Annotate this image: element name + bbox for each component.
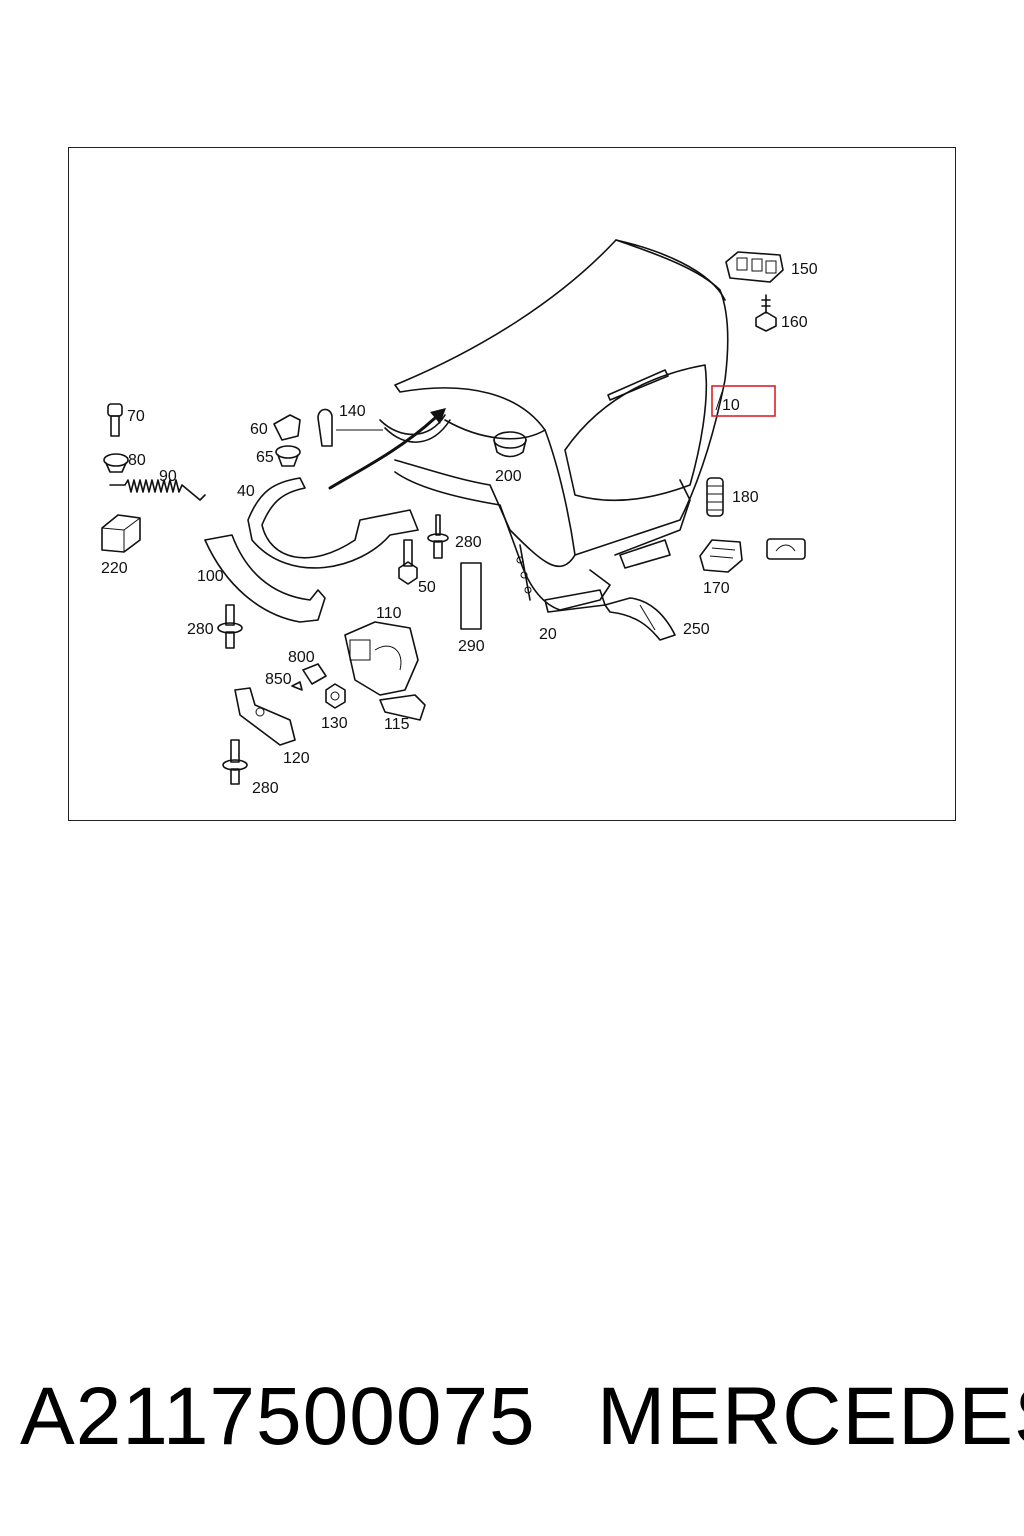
callout-280-c: 280	[252, 780, 279, 797]
callout-280-b: 280	[187, 621, 214, 638]
callout-200: 200	[495, 468, 522, 485]
callout-10: 10	[722, 397, 740, 414]
callout-60: 60	[250, 421, 268, 438]
part-number: A2117500075	[20, 1371, 536, 1462]
strip-290	[460, 562, 482, 630]
switch-115	[379, 694, 426, 721]
spring-90	[109, 479, 206, 501]
plug-200	[493, 431, 527, 458]
callout-850: 850	[265, 671, 292, 688]
highlight-box	[711, 385, 776, 417]
part-800	[302, 663, 327, 685]
callout-250: 250	[683, 621, 710, 638]
callout-110: 110	[376, 605, 402, 622]
callout-140: 140	[339, 403, 366, 420]
diagram-frame	[68, 147, 956, 821]
callout-280-a: 280	[455, 534, 482, 551]
bolt-280-c	[222, 739, 248, 785]
lock-110	[344, 621, 419, 696]
callout-90: 90	[159, 468, 177, 485]
brand-name: MERCEDES	[597, 1371, 1024, 1462]
callout-150: 150	[791, 261, 818, 278]
stud-50	[398, 539, 418, 585]
callout-70: 70	[127, 408, 145, 425]
part-850	[291, 681, 303, 691]
hinge-bracket-100	[204, 534, 326, 623]
callout-290: 290	[458, 638, 485, 655]
block-220	[101, 514, 141, 553]
callout-120: 120	[283, 750, 310, 767]
nut-130	[325, 683, 346, 709]
hinge-40	[247, 477, 419, 569]
clip-60	[273, 414, 301, 441]
callout-20: 20	[539, 626, 557, 643]
callout-220: 220	[101, 560, 128, 577]
lamp-170	[699, 538, 806, 573]
callout-800: 800	[288, 649, 315, 666]
bushing-80	[103, 453, 129, 473]
bump-stop-180	[706, 477, 724, 517]
grommet-65	[275, 445, 301, 467]
callout-50: 50	[418, 579, 436, 596]
trunk-lid	[394, 239, 729, 613]
cover-250	[604, 597, 676, 641]
callout-40: 40	[237, 483, 255, 500]
clip-140	[317, 408, 333, 447]
bolt-280-a	[427, 514, 449, 559]
bolt-280-b	[217, 604, 243, 649]
callout-160: 160	[781, 314, 808, 331]
screw-160	[755, 294, 777, 332]
screw-70	[107, 403, 123, 437]
callout-170: 170	[703, 580, 730, 597]
footer: A2117500075 MERCEDES	[0, 1370, 1024, 1470]
assembly-arrow	[328, 416, 437, 490]
callout-130: 130	[321, 715, 348, 732]
bracket-150	[725, 251, 784, 283]
callout-100: 100	[197, 568, 224, 585]
callout-115: 115	[384, 716, 410, 733]
callout-65: 65	[256, 449, 274, 466]
callout-80: 80	[128, 452, 146, 469]
callout-180: 180	[732, 489, 759, 506]
bracket-120	[234, 687, 296, 746]
